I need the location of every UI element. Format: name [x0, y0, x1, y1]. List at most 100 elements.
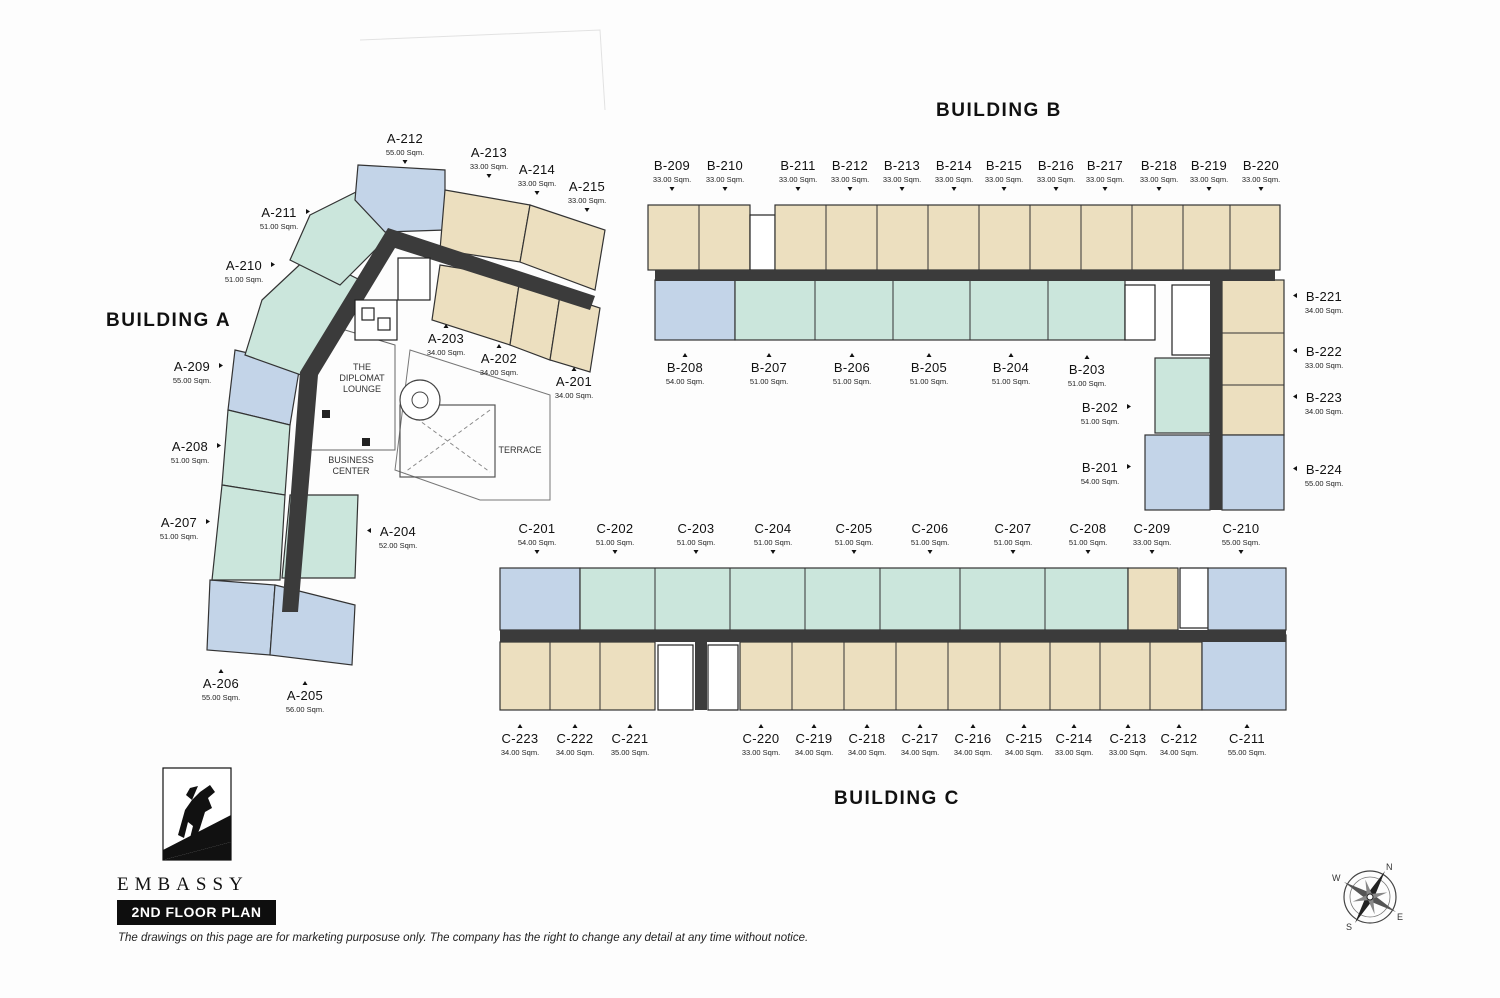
- unit-a-212-room[interactable]: [354, 164, 446, 233]
- unit-a-208-room[interactable]: [221, 409, 291, 496]
- unit-b-211-220-rooms[interactable]: [774, 204, 1281, 271]
- unit-a-206-room[interactable]: [206, 579, 276, 656]
- unit-area: 33.00 Sqm.: [518, 179, 556, 188]
- building-b-lift-core: [1124, 284, 1156, 341]
- unit-c-221-223-rooms[interactable]: [499, 641, 656, 711]
- unit-c-201-room[interactable]: [499, 567, 581, 631]
- unit-c-211-room[interactable]: [1201, 634, 1287, 711]
- unit-a-205-room[interactable]: [269, 584, 356, 666]
- unit-label: C-202: [597, 521, 634, 536]
- unit-b-203-207-rooms[interactable]: [734, 279, 1126, 341]
- unit-c-212-220-rooms[interactable]: [739, 641, 1203, 711]
- unit-area: 33.00 Sqm.: [985, 175, 1023, 184]
- unit-a-214-room[interactable]: [519, 204, 606, 291]
- unit-label: B-207: [751, 360, 787, 375]
- building-c-north-walls: [654, 568, 1046, 630]
- unit-b-201-room[interactable]: [1144, 434, 1211, 511]
- unit-label: B-218: [1141, 158, 1177, 173]
- unit-label: C-205: [836, 521, 873, 536]
- unit-b-224-room[interactable]: [1221, 434, 1285, 511]
- unit-area: 51.00 Sqm.: [910, 377, 948, 386]
- unit-b-208-room[interactable]: [654, 279, 736, 341]
- unit-area: 54.00 Sqm.: [1081, 477, 1119, 486]
- unit-area: 33.00 Sqm.: [1086, 175, 1124, 184]
- unit-c-209-room[interactable]: [1127, 567, 1179, 631]
- unit-c-202-208-rooms[interactable]: [579, 567, 1129, 631]
- unit-b-202-room[interactable]: [1154, 357, 1211, 434]
- unit-pointer-icon: [851, 550, 857, 554]
- unit-b-221-223-rooms[interactable]: [1221, 279, 1285, 436]
- unit-a-211-room[interactable]: [289, 189, 391, 286]
- unit-a-207-room[interactable]: [211, 484, 286, 581]
- unit-area: 51.00 Sqm.: [260, 222, 298, 231]
- unit-label: C-207: [995, 521, 1032, 536]
- unit-area: 33.00 Sqm.: [706, 175, 744, 184]
- unit-label: A-208: [172, 439, 208, 454]
- unit-c-210-room[interactable]: [1207, 567, 1287, 631]
- unit-area: 51.00 Sqm.: [992, 377, 1030, 386]
